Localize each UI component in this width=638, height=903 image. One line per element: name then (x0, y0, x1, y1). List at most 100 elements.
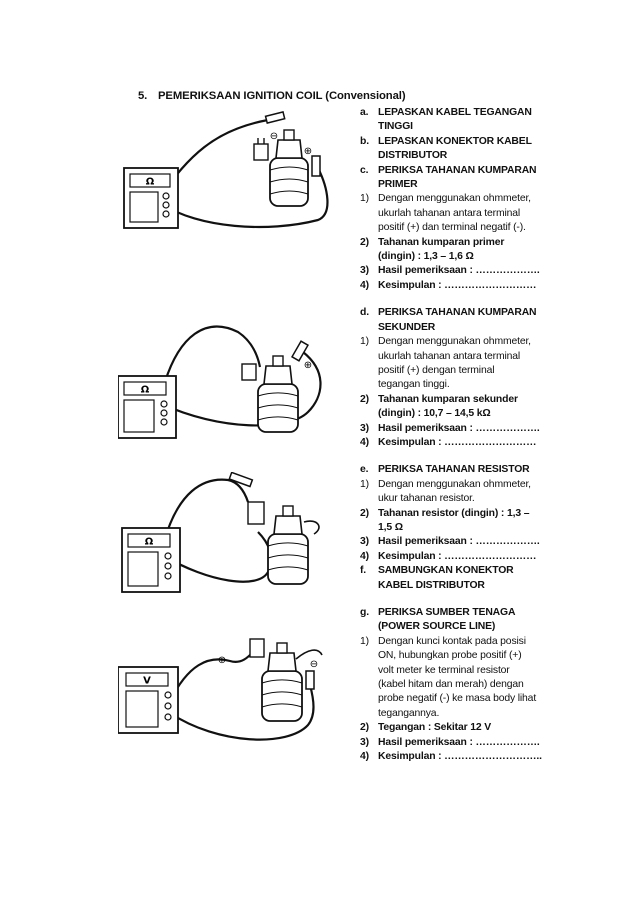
step-marker: 4) (360, 436, 369, 448)
section-title: PEMERIKSAAN IGNITION COIL (Convensional) (158, 90, 406, 102)
step-marker: a. (360, 107, 369, 118)
step-text: Kesimpulan : ……………………… (378, 550, 537, 562)
section-heading: 5. PEMERIKSAAN IGNITION COIL (Convensiona… (138, 90, 406, 102)
figure-resistor-test: Ω (118, 472, 358, 607)
ohmmeter-primary-diagram: Ω ⊖ ⊕ (123, 111, 329, 229)
step-marker: 4) (360, 550, 369, 562)
step-text: positif (+) dengan terminal (378, 364, 495, 376)
step-text: tegangannya. (378, 707, 440, 719)
step-marker: c. (360, 164, 369, 176)
step-text: tegangan tinggi. (378, 379, 450, 391)
step-spacer (346, 450, 556, 463)
step-text: TINGGI (378, 121, 413, 133)
minus-probe-symbol: ⊖ (310, 659, 318, 670)
step-text: (dingin) : 1,3 – 1,6 Ω (378, 251, 474, 263)
step-line: 4) Kesimpulan : ……………………… (346, 436, 556, 450)
step-text: Hasil pemeriksaan : ………………. (378, 736, 540, 748)
step-line: ukurlah tahanan antara terminal (346, 350, 556, 364)
step-marker: 1) (360, 336, 369, 348)
minus-terminal-symbol: ⊖ (270, 131, 278, 142)
step-line: SEKUNDER (346, 321, 556, 335)
step-text: LEPASKAN KABEL TEGANGAN (378, 107, 532, 118)
step-text: Dengan menggunakan ohmmeter, (378, 193, 531, 205)
step-marker: 1) (360, 635, 369, 647)
step-text: ukurlah tahanan antara terminal (378, 207, 521, 219)
step-line: TINGGI (346, 120, 556, 134)
step-text: volt meter ke terminal resistor (378, 664, 510, 676)
step-line: b.LEPASKAN KONEKTOR KABEL (346, 135, 556, 149)
step-text: Hasil pemeriksaan : ………………. (378, 265, 540, 277)
step-line: DISTRIBUTOR (346, 149, 556, 163)
step-line: 3)Hasil pemeriksaan : ………………. (346, 736, 556, 750)
step-marker: 4) (360, 279, 369, 291)
step-text: Kesimpulan : ……………………… (378, 436, 537, 448)
step-line: e. PERIKSA TAHANAN RESISTOR (346, 463, 556, 477)
step-line: (dingin) : 1,3 – 1,6 Ω (346, 250, 556, 264)
step-line: 1)Dengan menggunakan ohmmeter, (346, 192, 556, 206)
step-line: g.PERIKSA SUMBER TENAGA (346, 606, 556, 620)
step-marker: e. (360, 464, 369, 476)
step-text: SAMBUNGKAN KONEKTOR (378, 565, 514, 577)
step-text: probe negatif (-) ke masa body lihat (378, 693, 537, 705)
step-text: PERIKSA TAHANAN KUMPARAN (378, 164, 537, 176)
step-line: 1,5 Ω (346, 521, 556, 535)
meter-symbol: V (143, 676, 151, 687)
step-text: Kesimpulan : ……………………… (378, 279, 537, 291)
step-text: ukurlah tahanan antara terminal (378, 350, 521, 362)
step-text: (kabel hitam dan merah) dengan (378, 679, 524, 691)
figure-primary-winding-test: Ω ⊖ ⊕ (118, 108, 358, 243)
step-line: KABEL DISTRIBUTOR (346, 579, 556, 593)
ohmmeter-resistor-diagram: Ω (121, 472, 320, 593)
step-line: 1) Dengan menggunakan ohmmeter, (346, 335, 556, 349)
plus-terminal-symbol: ⊕ (304, 360, 312, 371)
step-marker: 2) (360, 393, 369, 405)
step-line: (kabel hitam dan merah) dengan (346, 678, 556, 692)
step-marker: 3) (360, 536, 369, 548)
step-marker: 2) (360, 507, 369, 519)
step-marker: 4) (360, 751, 369, 763)
step-text: Hasil pemeriksaan : ………………. (378, 422, 540, 434)
step-line: volt meter ke terminal resistor (346, 664, 556, 678)
step-line: c. PERIKSA TAHANAN KUMPARAN (346, 164, 556, 178)
step-line: (dingin) : 10,7 – 14,5 kΩ (346, 407, 556, 421)
figure-power-source-test: V ⊕ ⊖ (118, 625, 358, 760)
step-line: positif (+) dengan terminal (346, 364, 556, 378)
meter-symbol: Ω (141, 385, 150, 396)
step-line: f.SAMBUNGKAN KONEKTOR (346, 564, 556, 578)
step-line: 4) Kesimpulan : ……………………… (346, 279, 556, 293)
step-line: positif (+) dan terminal negatif (-). (346, 221, 556, 235)
step-line: 4) Kesimpulan : ……………………….. (346, 750, 556, 764)
step-line: 3) Hasil pemeriksaan : ………………. (346, 422, 556, 436)
step-text: 1,5 Ω (378, 521, 403, 533)
step-text: PERIKSA TAHANAN RESISTOR (378, 464, 530, 476)
step-marker: 3) (360, 422, 369, 434)
step-line: ukur tahanan resistor. (346, 492, 556, 506)
step-line: 1)Dengan menggunakan ohmmeter, (346, 478, 556, 492)
step-line: (POWER SOURCE LINE) (346, 620, 556, 634)
step-text: PERIKSA TAHANAN KUMPARAN (378, 307, 537, 319)
step-text: ON, hubungkan probe positif (+) (378, 650, 522, 662)
plus-terminal-symbol: ⊕ (304, 146, 312, 157)
step-line: 2)Tegangan : Sekitar 12 V (346, 721, 556, 735)
step-line: 2)Tahanan kumparan sekunder (346, 393, 556, 407)
voltmeter-diagram: V ⊕ ⊖ (118, 638, 323, 741)
step-line: ukurlah tahanan antara terminal (346, 207, 556, 221)
step-text: Tahanan resistor (dingin) : 1,3 – (378, 507, 530, 519)
step-text: Dengan menggunakan ohmmeter, (378, 336, 531, 348)
multimeter-display (127, 533, 171, 548)
step-marker: d. (360, 307, 369, 319)
step-line: d. PERIKSA TAHANAN KUMPARAN (346, 306, 556, 320)
step-text: Hasil pemeriksaan : ………………. (378, 536, 540, 548)
step-text: Kesimpulan : ……………………….. (378, 751, 542, 763)
step-marker: g. (360, 607, 369, 618)
meter-symbol: Ω (146, 177, 155, 188)
step-text: (POWER SOURCE LINE) (378, 621, 496, 633)
figure-secondary-winding-test: Ω ⊕ (118, 312, 358, 447)
step-text: (dingin) : 10,7 – 14,5 kΩ (378, 408, 491, 420)
step-text: SEKUNDER (378, 321, 436, 333)
ignition-coil (261, 670, 303, 722)
step-line: 3) Hasil pemeriksaan : ………………. (346, 535, 556, 549)
step-text: positif (+) dan terminal negatif (-). (378, 222, 526, 234)
section-number: 5. (138, 90, 148, 102)
step-text: Tegangan : Sekitar 12 V (378, 722, 492, 734)
